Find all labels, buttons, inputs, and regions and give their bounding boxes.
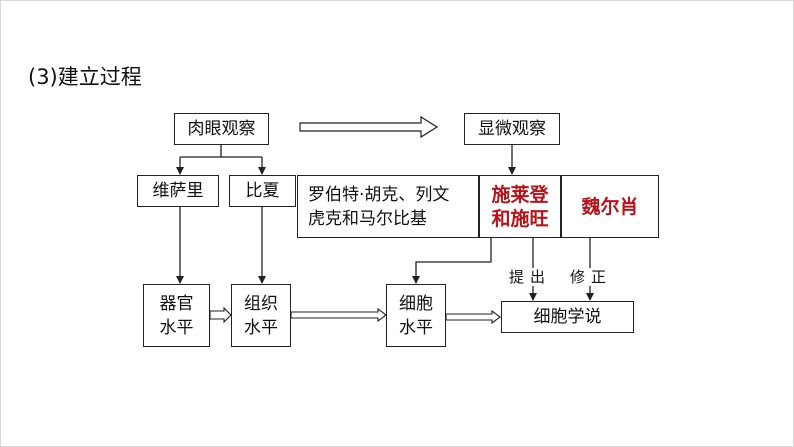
box-virchow: 魏尔肖 xyxy=(561,175,659,238)
section-title: (3)建立过程 xyxy=(28,65,142,89)
box-hooke-leeuwenhoek-malpighi: 罗伯特·胡克、列文 虎克和马尔比基 xyxy=(297,175,479,238)
box-bichat: 比夏 xyxy=(229,175,296,207)
box-tissue-level: 组织 水平 xyxy=(231,284,291,347)
double-arrow-tissue-cell xyxy=(290,307,387,323)
edge-label-revise: 修正 xyxy=(569,268,614,286)
label-schleiden-line2: 和施旺 xyxy=(491,207,549,230)
label-cell-theory: 细胞学说 xyxy=(533,307,602,327)
edge-label-propose: 提出 xyxy=(508,268,553,286)
double-arrow-cell-theory xyxy=(445,309,501,325)
box-organ-level: 器官 水平 xyxy=(143,284,210,347)
label-cell-line1: 细胞 xyxy=(399,293,433,314)
label-tissue-line1: 组织 xyxy=(244,293,278,314)
label-cell-line2: 水平 xyxy=(399,317,433,338)
label-bichat: 比夏 xyxy=(245,181,280,201)
box-naked-eye-observation: 肉眼观察 xyxy=(174,113,269,145)
box-schleiden-schwann: 施莱登 和施旺 xyxy=(479,175,561,238)
arrow-schleiden-cell xyxy=(412,238,492,284)
label-schleiden-line1: 施莱登 xyxy=(491,183,549,206)
double-arrow-organ-tissue xyxy=(209,306,232,324)
label-hooke-line2: 虎克和马尔比基 xyxy=(308,208,427,229)
label-tissue-line2: 水平 xyxy=(244,317,278,338)
box-microscope-observation: 显微观察 xyxy=(464,113,560,145)
label-naked-eye: 肉眼观察 xyxy=(187,119,256,139)
label-vesalius: 维萨里 xyxy=(152,181,204,201)
label-hooke-line1: 罗伯特·胡克、列文 xyxy=(308,184,450,205)
box-vesalius: 维萨里 xyxy=(137,175,219,207)
label-microscope: 显微观察 xyxy=(478,119,546,139)
label-organ-line2: 水平 xyxy=(159,317,194,338)
label-organ-line1: 器官 xyxy=(159,293,194,314)
box-cell-level: 细胞 水平 xyxy=(386,284,446,347)
box-cell-theory: 细胞学说 xyxy=(501,301,634,333)
hollow-arrow-observation xyxy=(299,115,439,139)
label-virchow: 魏尔肖 xyxy=(581,195,639,218)
